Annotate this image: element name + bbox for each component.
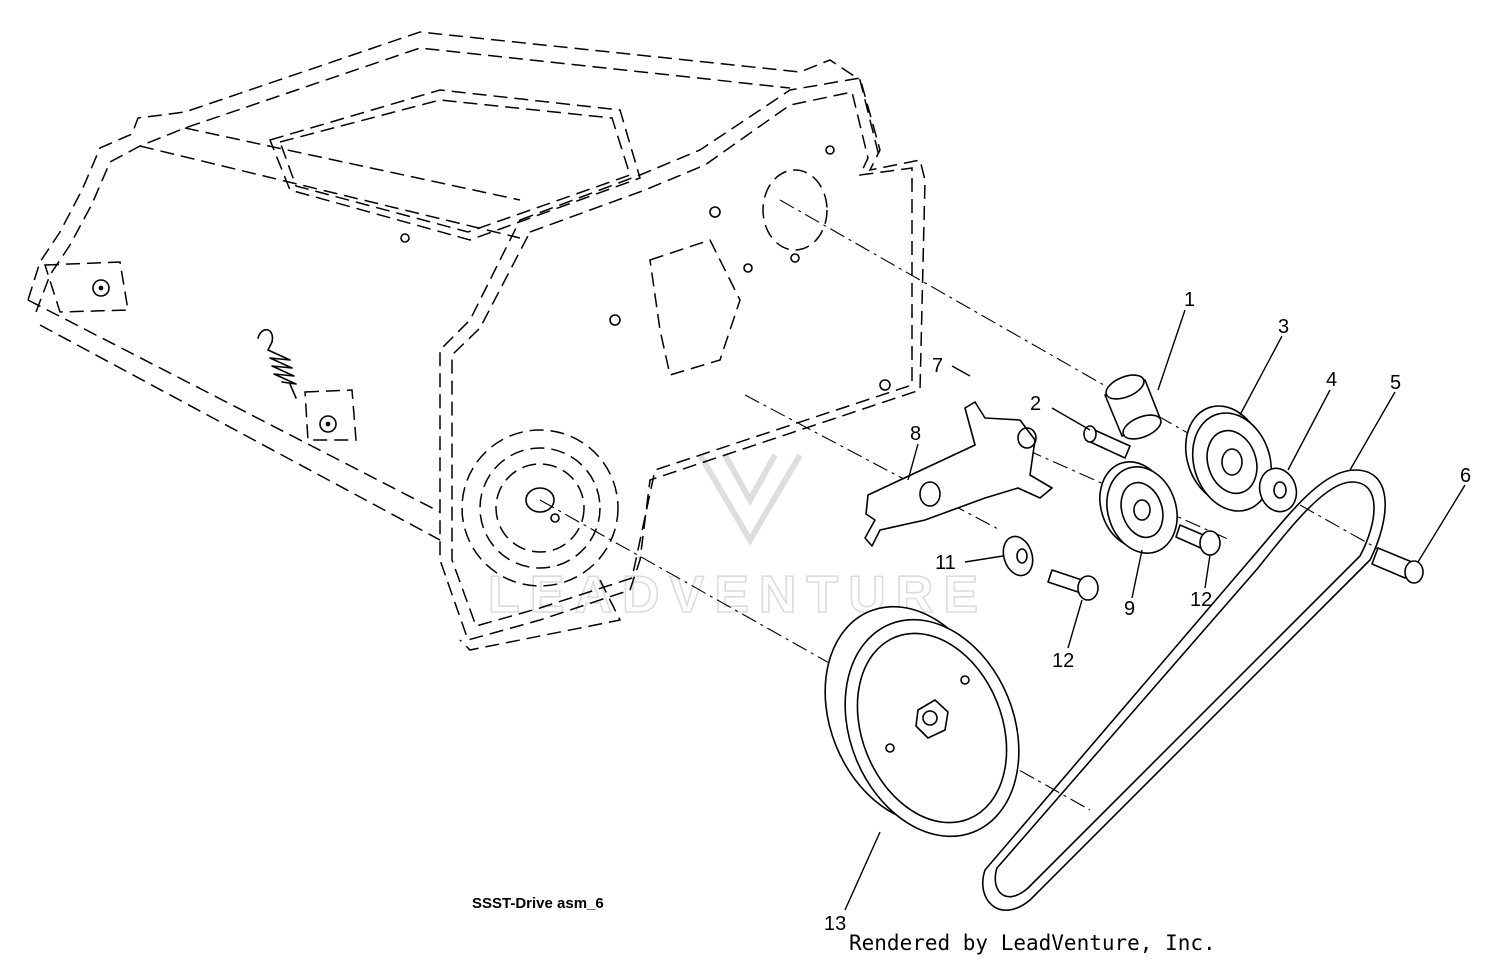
- part-3-idler-pulley: [1184, 405, 1273, 512]
- drawing-caption: SSST-Drive asm_6: [472, 895, 604, 912]
- callouts: 1 2 3 4 5 6 7 8 9 11 12 12 13: [824, 289, 1471, 935]
- part-12-flange-bolt-lower: [1047, 569, 1099, 601]
- part-8-idler-bracket: [864, 401, 1053, 547]
- render-credit: Rendered by LeadVenture, Inc.: [849, 931, 1216, 955]
- callout-8: 8: [910, 423, 921, 445]
- part-2-shoulder-bolt: [1083, 425, 1131, 459]
- callout-9: 9: [1124, 598, 1135, 620]
- callout-12-lower: 12: [1052, 650, 1074, 672]
- part-11-washer: [1002, 535, 1034, 577]
- callout-3: 3: [1278, 316, 1289, 338]
- part-6-bolt: [1371, 547, 1424, 584]
- part-1-spacer: [1104, 374, 1162, 440]
- part-9-pulley: [1099, 461, 1178, 554]
- callout-2: 2: [1030, 393, 1041, 415]
- leader-lines: [844, 309, 1466, 911]
- part-13-drive-pulley: [824, 605, 1020, 838]
- callout-11: 11: [935, 552, 956, 574]
- drive-housing: [27, 31, 926, 651]
- part-4-washer: [1258, 467, 1298, 513]
- callout-5: 5: [1390, 372, 1401, 394]
- callout-12-upper: 12: [1190, 589, 1212, 611]
- callout-7: 7: [932, 355, 943, 377]
- callout-4: 4: [1326, 369, 1337, 391]
- part-12-flange-bolt-upper: [1175, 524, 1221, 556]
- callout-1: 1: [1184, 289, 1195, 311]
- callout-6: 6: [1460, 465, 1471, 487]
- part-7-spring: [257, 329, 297, 399]
- part-5-v-belt: [982, 469, 1386, 912]
- callout-13: 13: [824, 913, 846, 935]
- watermark-logo: [697, 453, 803, 546]
